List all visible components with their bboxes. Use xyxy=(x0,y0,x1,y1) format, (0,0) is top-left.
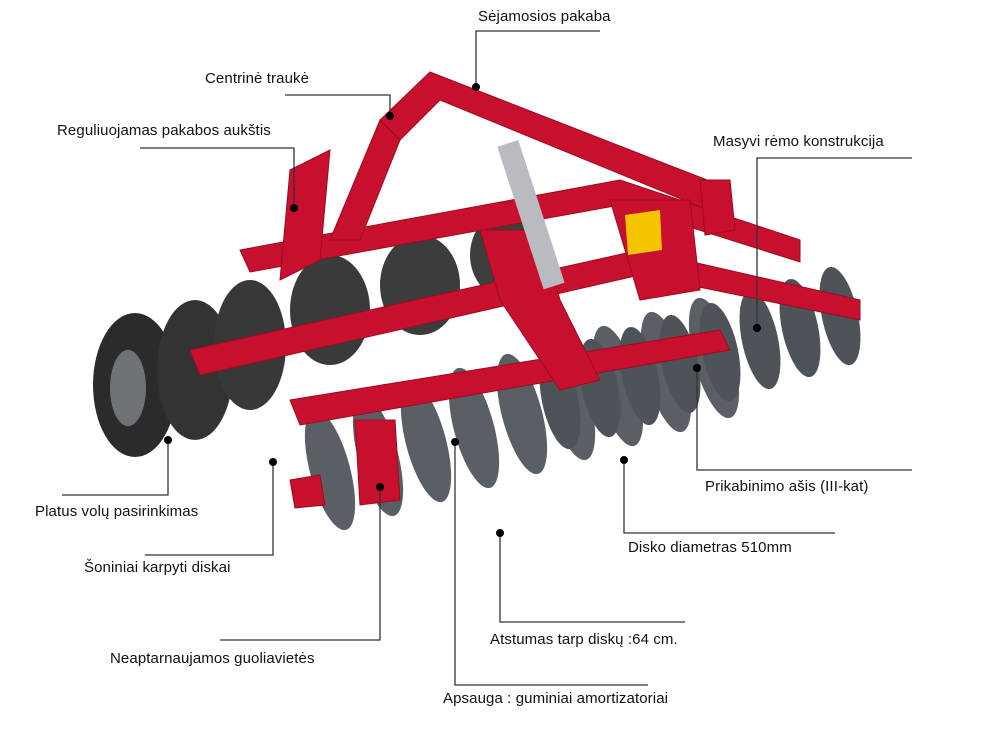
leader-line xyxy=(696,368,912,471)
leader-dot xyxy=(164,436,172,444)
label-disc-spacing: Atstumas tarp diskų :64 cm. xyxy=(490,631,678,648)
leader-dot xyxy=(269,458,277,466)
leader-dot xyxy=(753,324,761,332)
label-hitch-axle: Prikabinimo ašis (III-kat) xyxy=(705,478,869,495)
disc xyxy=(400,381,452,503)
hydraulic-cylinder xyxy=(497,139,565,290)
disc xyxy=(304,409,356,531)
leader-line xyxy=(756,157,912,328)
leader-dot xyxy=(376,483,384,491)
leader-dot xyxy=(496,529,504,537)
label-central-link: Centrinė traukė xyxy=(205,70,310,87)
leader-dot xyxy=(693,364,701,372)
label-massive-frame: Masyvi rėmo konstrukcija xyxy=(713,133,884,150)
label-side-discs: Šoniniai karpyti diskai xyxy=(84,559,231,576)
leader-line xyxy=(623,460,835,534)
leader-line xyxy=(499,533,685,623)
warning-sticker xyxy=(625,210,662,255)
red-frame xyxy=(189,71,861,509)
leader-dot xyxy=(620,456,628,464)
label-protection: Apsauga : guminiai amortizatoriai xyxy=(443,690,669,707)
disc xyxy=(448,367,500,489)
leader-line xyxy=(220,487,381,641)
disc xyxy=(739,290,781,390)
leader-line xyxy=(145,462,274,556)
label-adjustable-height: Reguliuojamas pakabos aukštis xyxy=(57,122,271,139)
leader-dot xyxy=(451,438,459,446)
label-roller-choice: Platus volų pasirinkimas xyxy=(35,503,199,520)
label-bearings: Neaptarnaujamos guoliavietės xyxy=(110,650,315,667)
leader-line xyxy=(475,30,600,87)
label-seed-drill-hitch: Sėjamosios pakaba xyxy=(478,8,611,25)
leader-line xyxy=(140,147,295,208)
label-disc-diameter: Disko diametras 510mm xyxy=(628,539,792,556)
leader-lines xyxy=(62,30,912,686)
leader-dot xyxy=(472,83,480,91)
leader-line xyxy=(62,440,169,496)
leader-dots xyxy=(164,83,761,537)
brand-mark: UNIA xyxy=(430,350,469,366)
leader-line xyxy=(285,94,391,116)
leader-line xyxy=(454,442,648,686)
leader-dot xyxy=(290,204,298,212)
leader-dot xyxy=(386,112,394,120)
